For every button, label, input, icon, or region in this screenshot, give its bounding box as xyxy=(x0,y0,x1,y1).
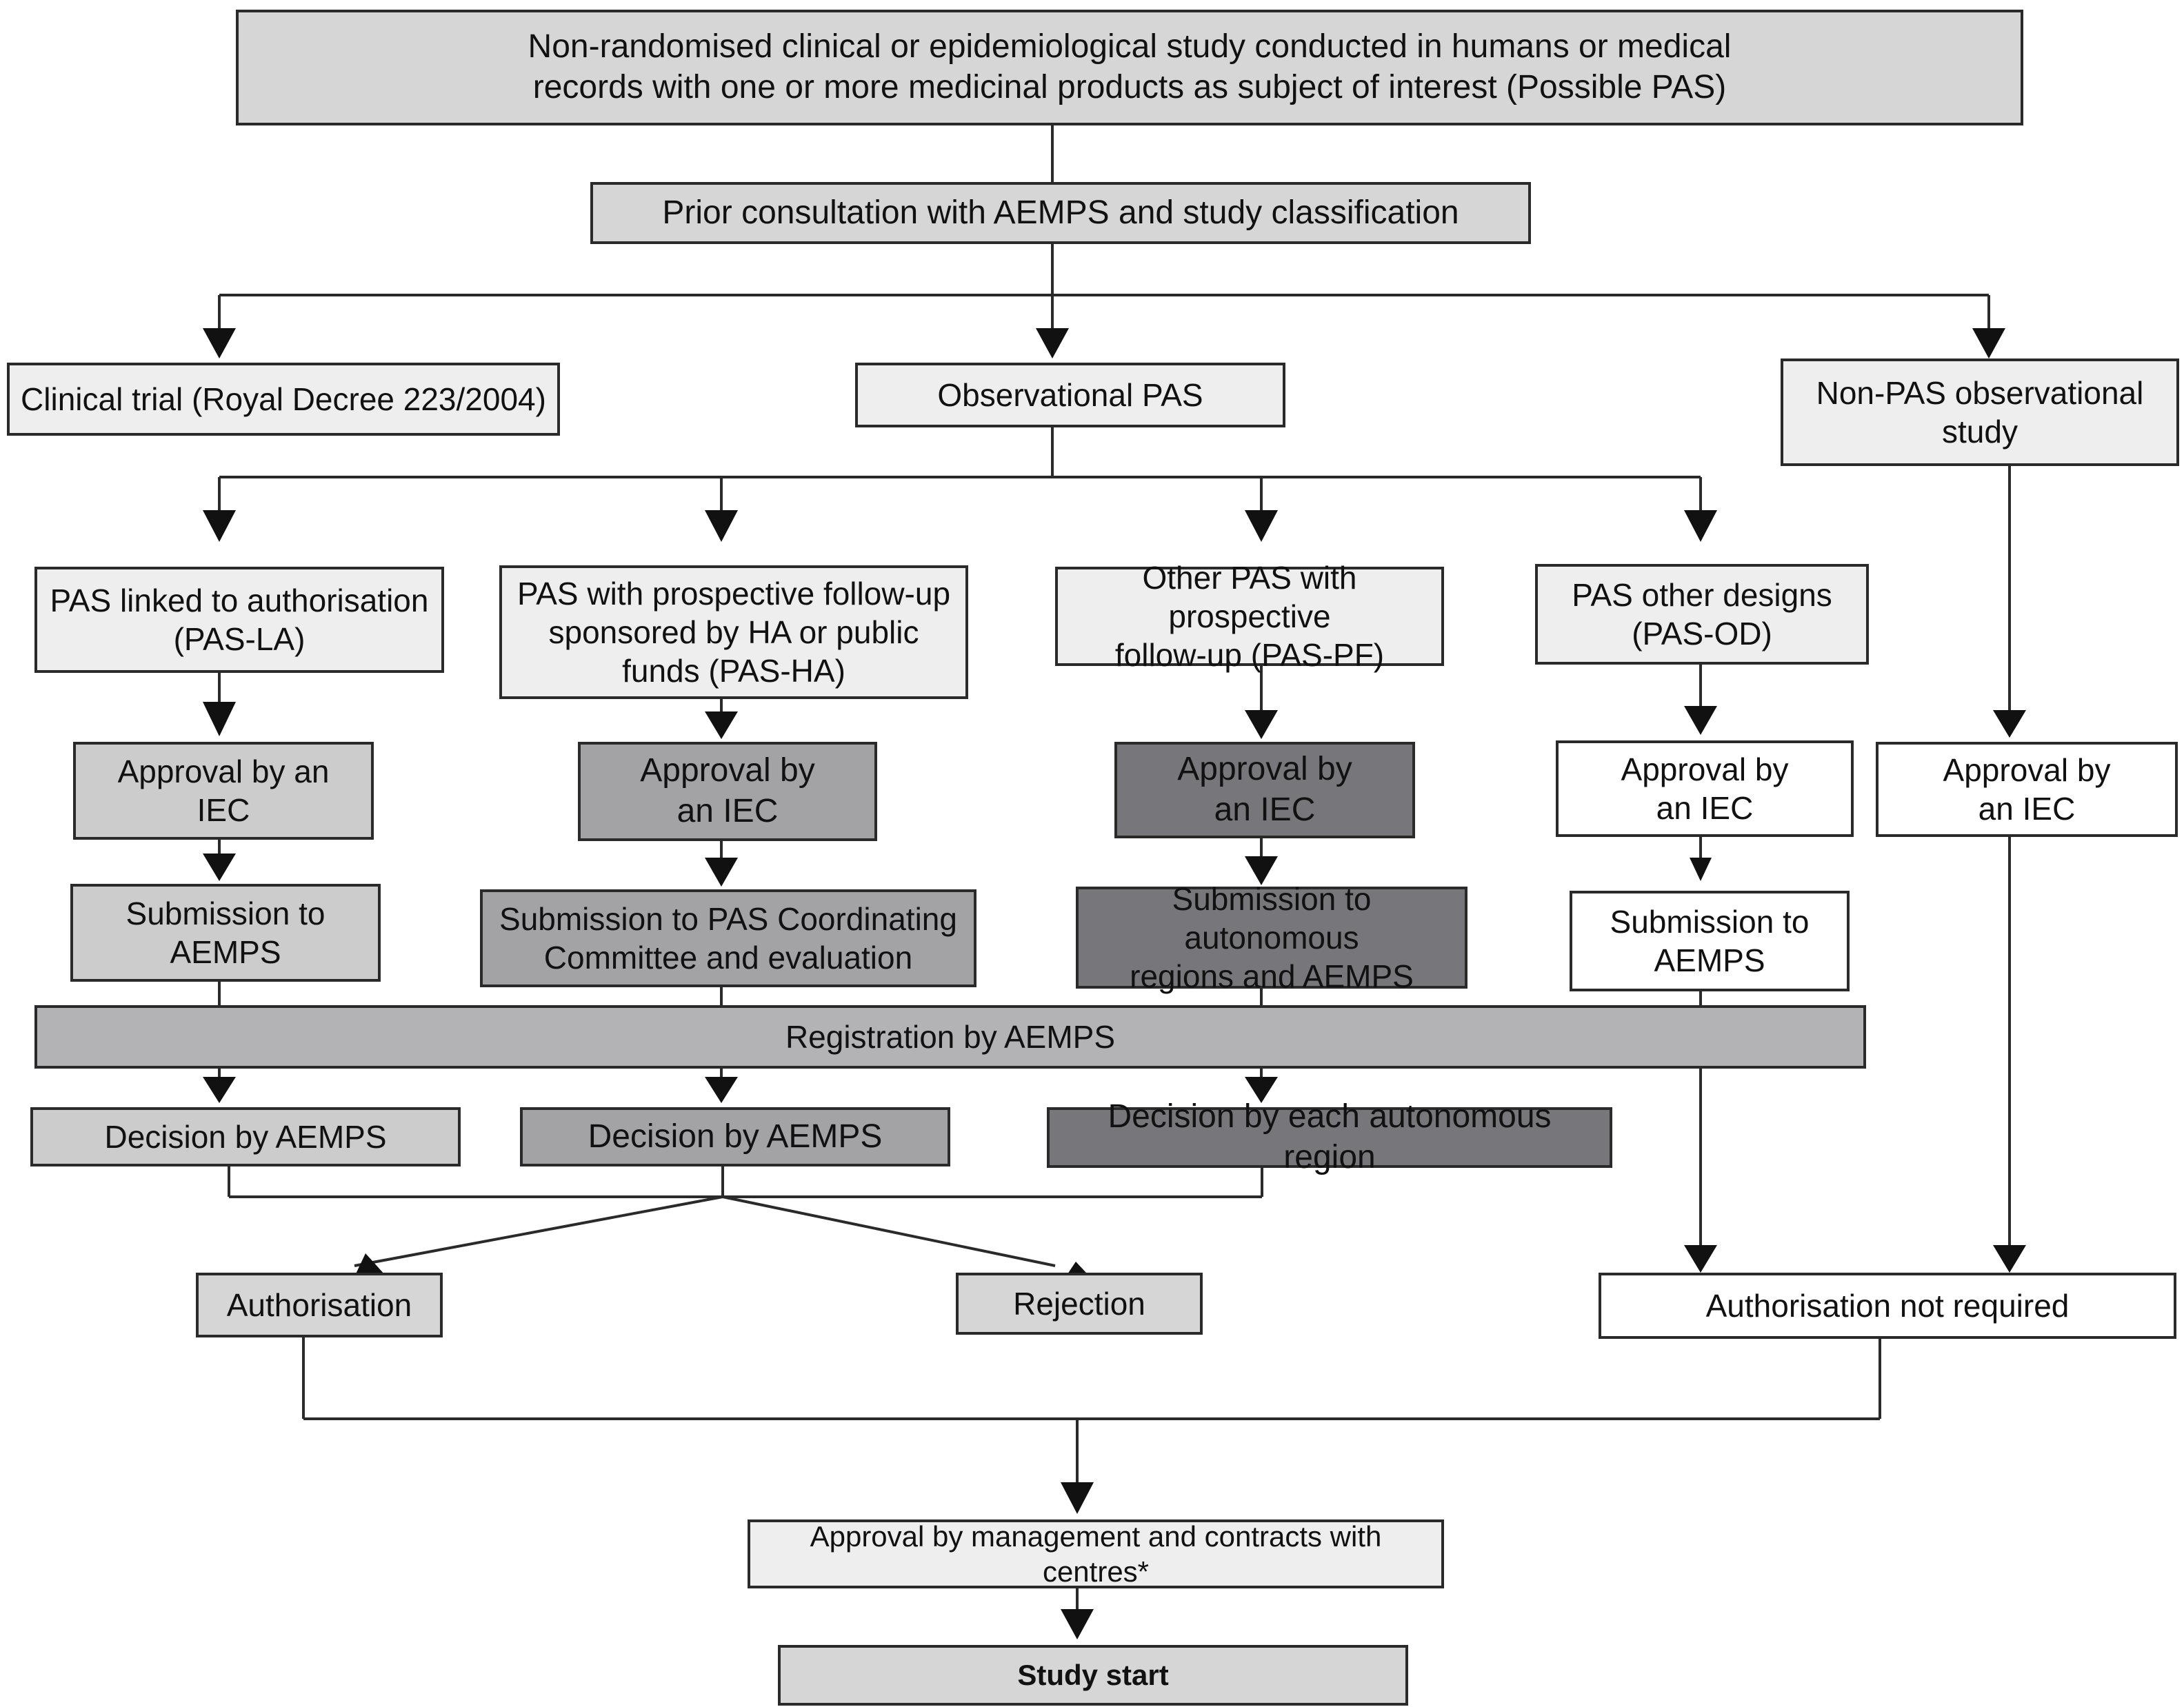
iec-approval-non-pas-box: Approval by an IEC xyxy=(1876,742,2178,837)
submission-aemps-od-box: Submission to AEMPS xyxy=(1570,891,1850,991)
arrowhead xyxy=(1245,510,1278,542)
arrowhead xyxy=(203,510,236,542)
arrowhead xyxy=(705,1077,738,1103)
study-start-box: Study start xyxy=(778,1645,1408,1706)
submission-aemps-la-box: Submission to AEMPS xyxy=(70,884,381,982)
management-approval-box: Approval by management and contracts wit… xyxy=(748,1519,1444,1588)
iec-approval-pf-box: Approval by an IEC xyxy=(1114,742,1415,838)
arrowhead xyxy=(1690,858,1712,881)
pas-pf-box: Other PAS with prospective follow-up (PA… xyxy=(1055,560,1444,673)
arrowhead xyxy=(1036,328,1069,358)
arrowhead xyxy=(1061,1482,1094,1514)
connector-to-rejection xyxy=(722,1195,1056,1267)
arrowhead xyxy=(1245,710,1278,739)
arrowhead xyxy=(1684,706,1717,735)
arrowhead xyxy=(203,854,236,881)
arrowhead xyxy=(705,711,738,739)
arrowhead xyxy=(203,1077,236,1103)
arrowhead xyxy=(203,702,236,736)
prior-consultation-box: Prior consultation with AEMPS and study … xyxy=(590,182,1531,244)
arrowhead xyxy=(1993,710,2026,738)
arrowhead xyxy=(705,510,738,542)
observational-pas-box: Observational PAS xyxy=(855,363,1285,427)
connector-to-authorisation xyxy=(354,1195,723,1267)
possible-pas-box: Non-randomised clinical or epidemiologic… xyxy=(236,10,2023,125)
arrowhead xyxy=(1972,328,2005,358)
arrowhead xyxy=(1245,1077,1278,1103)
authorisation-not-required-box: Authorisation not required xyxy=(1599,1273,2176,1339)
decision-aemps-ha-box: Decision by AEMPS xyxy=(520,1107,950,1166)
authorisation-box: Authorisation xyxy=(196,1273,443,1337)
pas-od-box: PAS other designs (PAS-OD) xyxy=(1535,564,1869,665)
iec-approval-ha-box: Approval by an IEC xyxy=(578,742,877,841)
arrowhead xyxy=(705,858,738,887)
arrowhead xyxy=(1061,1609,1094,1639)
decision-aemps-la-box: Decision by AEMPS xyxy=(30,1107,461,1166)
submission-pas-committee-box: Submission to PAS Coordinating Committee… xyxy=(480,889,976,987)
arrowhead xyxy=(1245,856,1278,885)
decision-autonomous-region-box: Decision by each autonomous region xyxy=(1047,1098,1612,1175)
clinical-trial-box: Clinical trial (Royal Decree 223/2004) xyxy=(7,363,560,436)
rejection-box: Rejection xyxy=(956,1273,1203,1335)
pas-ha-box: PAS with prospective follow-up sponsored… xyxy=(499,565,968,699)
registration-bar: Registration by AEMPS xyxy=(34,1005,1866,1069)
non-pas-observational-box: Non-PAS observational study xyxy=(1781,358,2179,466)
arrowhead xyxy=(1684,1245,1717,1273)
pas-la-box: PAS linked to authorisation (PAS-LA) xyxy=(34,567,444,673)
arrowhead xyxy=(1684,510,1717,542)
iec-approval-od-box: Approval by an IEC xyxy=(1556,740,1854,837)
arrowhead xyxy=(203,328,236,358)
submission-autonomous-regions-box: Submission to autonomous regions and AEM… xyxy=(1076,881,1467,994)
iec-approval-la-box: Approval by an IEC xyxy=(73,742,374,840)
arrowhead xyxy=(1993,1245,2026,1273)
